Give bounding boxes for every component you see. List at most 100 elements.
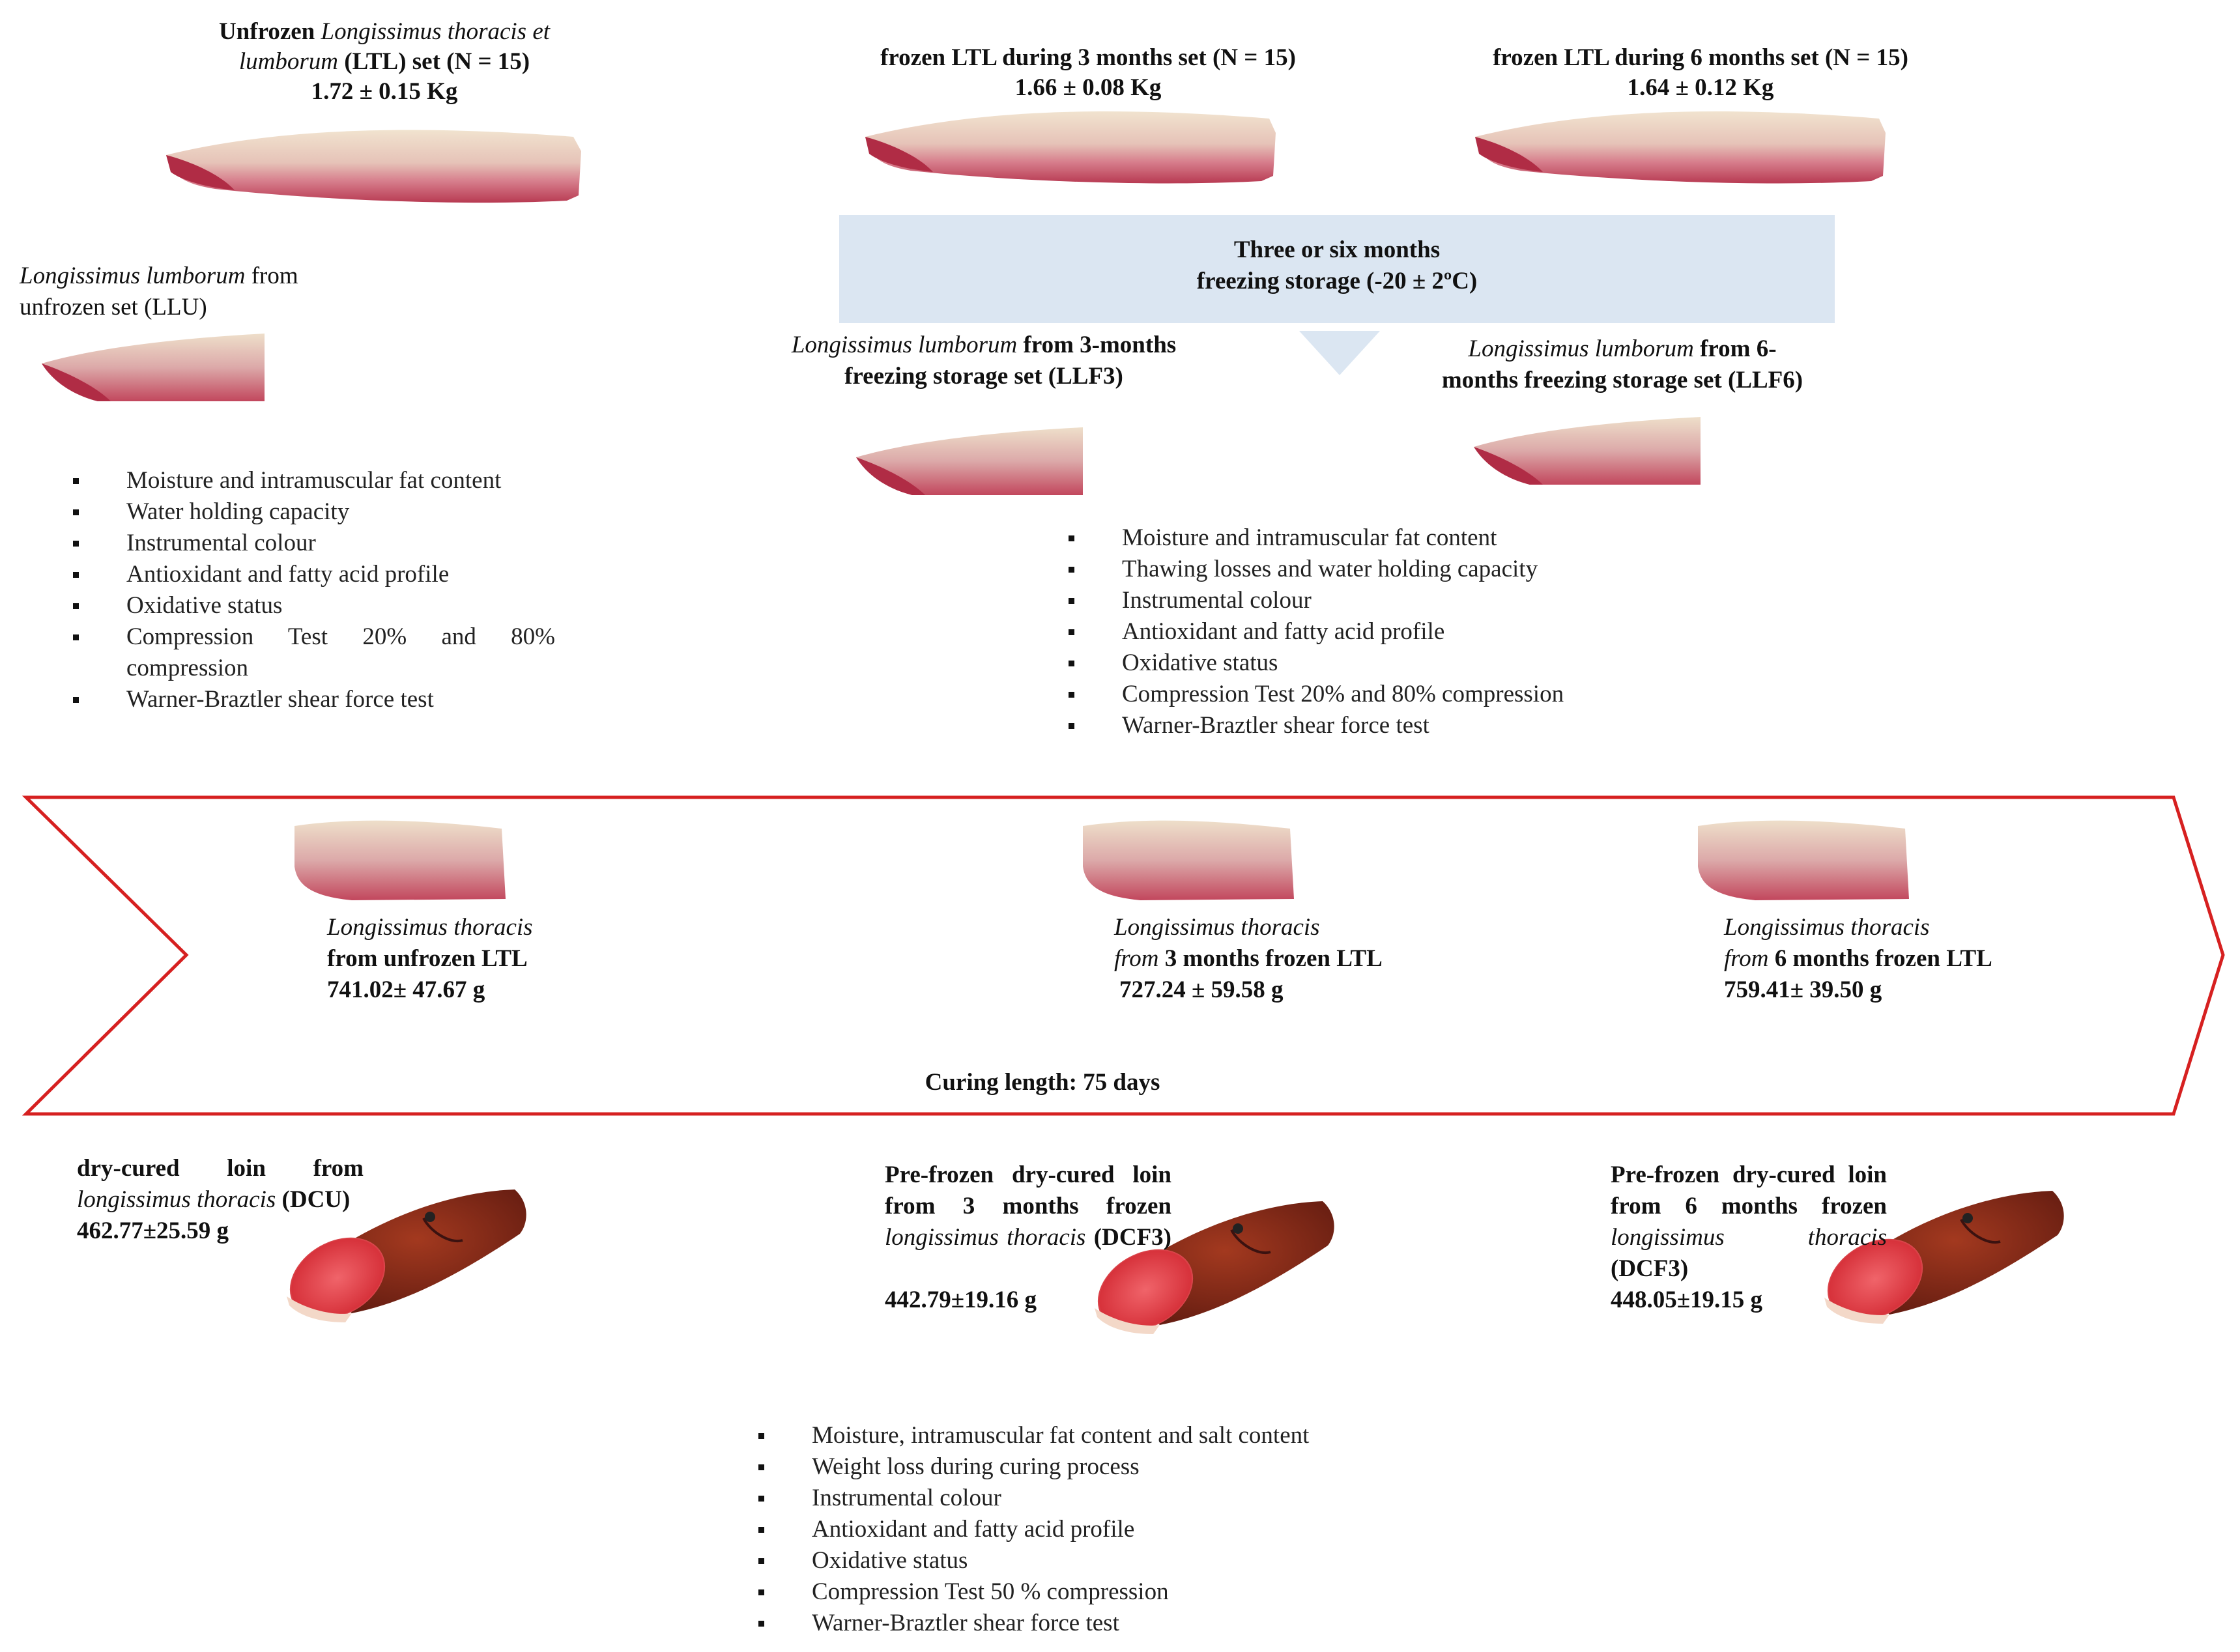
lumborum-label-llf3: Longissimus lumborum from 3-months freez… xyxy=(791,332,1177,390)
analysis-text: Compression Test 50 % compression xyxy=(812,1578,1169,1605)
bullet-icon xyxy=(1069,692,1074,698)
analysis-item: Oxidative status xyxy=(758,1545,1605,1576)
thoracis-label-unfrozen: Longissimus thoracis from unfrozen LTL 7… xyxy=(327,914,533,1003)
cured-weight-dcf3: 442.79±19.16 g xyxy=(885,1287,1037,1313)
analysis-item: Compression Test 20% and 80% compression xyxy=(73,621,555,684)
bullet-icon xyxy=(758,1496,764,1502)
lumborum-label-llf6: Longissimus lumborum from 6-months freez… xyxy=(1441,335,1803,393)
bullet-icon xyxy=(73,541,79,547)
curing-length-label: Curing length: 75 days xyxy=(925,1069,1160,1096)
analysis-item: Warner-Braztler shear force test xyxy=(758,1608,1605,1639)
bullet-icon xyxy=(73,603,79,609)
set-title-unfrozen: Unfrozen Longissimus thoracis et lumboru… xyxy=(218,18,551,105)
thoracis-image-frozen-3m xyxy=(1083,820,1294,900)
bullet-icon xyxy=(758,1621,764,1627)
analysis-item: Compression Test 20% and 80% compression xyxy=(1069,679,1642,710)
thoracis-weight-frozen-3m: 727.24 ± 59.58 g xyxy=(1119,976,1284,1003)
thoracis-image-frozen-6m xyxy=(1698,820,1909,900)
set-weight-frozen-3m: 1.66 ± 0.08 Kg xyxy=(1014,74,1162,101)
cured-loin-image-dcu xyxy=(287,1189,526,1322)
cured-weight-dcf6: 448.05±19.15 g xyxy=(1611,1287,1763,1313)
cured-label-dcf3: Pre-frozen dry-cured loin from 3 months … xyxy=(885,1161,1171,1251)
cured-analyses-list: Moisture, intramuscular fat content and … xyxy=(758,1420,1605,1639)
analysis-text: Oxidative status xyxy=(126,592,283,619)
analysis-text: Antioxidant and fatty acid profile xyxy=(126,561,450,588)
analysis-item: Warner-Braztler shear force test xyxy=(73,684,555,715)
analysis-text: Instrumental colour xyxy=(126,530,316,556)
analysis-item: Thawing losses and water holding capacit… xyxy=(1069,554,1642,585)
analysis-text: Compression Test 20% and 80% compression xyxy=(126,623,555,681)
analysis-text: Warner-Braztler shear force test xyxy=(1122,712,1429,739)
analysis-item: Compression Test 50 % compression xyxy=(758,1576,1605,1608)
analysis-item: Moisture, intramuscular fat content and … xyxy=(758,1420,1605,1451)
thoracis-weight-unfrozen: 741.02± 47.67 g xyxy=(327,976,485,1003)
analysis-text: Warner-Braztler shear force test xyxy=(812,1610,1119,1636)
analysis-item: Moisture and intramuscular fat content xyxy=(1069,522,1642,554)
analysis-item: Moisture and intramuscular fat content xyxy=(73,465,555,496)
thoracis-weight-frozen-6m: 759.41± 39.50 g xyxy=(1724,976,1882,1003)
cured-label-dcu: dry-cured loin from unfrozen longissimus… xyxy=(77,1153,364,1247)
analysis-text: Moisture and intramuscular fat content xyxy=(1122,524,1497,551)
lumborum-image-llu xyxy=(42,334,265,401)
loin-image-frozen-3m xyxy=(865,111,1276,184)
set-weight-frozen-6m: 1.64 ± 0.12 Kg xyxy=(1627,74,1774,101)
bullet-icon xyxy=(73,572,79,578)
freezing-storage-box xyxy=(839,215,1835,323)
bullet-icon xyxy=(1069,535,1074,541)
analysis-item: Warner-Braztler shear force test xyxy=(1069,710,1642,741)
lumborum-image-llf6 xyxy=(1474,417,1701,485)
bullet-icon xyxy=(1069,629,1074,635)
bullet-icon xyxy=(758,1558,764,1564)
analysis-text: Water holding capacity xyxy=(126,498,350,525)
analysis-item: Oxidative status xyxy=(1069,648,1642,679)
thoracis-label-frozen-3m: Longissimus thoracis from 3 months froze… xyxy=(1114,914,1383,1003)
analysis-text: Antioxidant and fatty acid profile xyxy=(812,1516,1135,1543)
set-title-frozen-3m: frozen LTL during 3 months set (N = 15) … xyxy=(880,44,1296,101)
analysis-item: Instrumental colour xyxy=(758,1483,1605,1514)
analysis-text: Compression Test 20% and 80% compression xyxy=(1122,681,1564,707)
bullet-icon xyxy=(73,697,79,703)
analysis-text: Moisture, intramuscular fat content and … xyxy=(812,1422,1310,1449)
bullet-icon xyxy=(758,1527,764,1533)
analysis-item: Water holding capacity xyxy=(73,496,555,528)
analysis-text: Warner-Braztler shear force test xyxy=(126,686,434,713)
analysis-item: Oxidative status xyxy=(73,590,555,621)
analysis-text: Instrumental colour xyxy=(1122,587,1312,614)
analysis-text: Oxidative status xyxy=(1122,649,1278,676)
bullet-icon xyxy=(758,1433,764,1439)
set-title-frozen-6m: frozen LTL during 6 months set (N = 15) … xyxy=(1493,44,1908,101)
bullet-icon xyxy=(1069,661,1074,666)
analysis-item: Instrumental colour xyxy=(73,528,555,559)
analysis-text: Instrumental colour xyxy=(812,1485,1001,1511)
analysis-text: Weight loss during curing process xyxy=(812,1453,1140,1480)
loin-image-frozen-6m xyxy=(1475,111,1886,184)
bullet-icon xyxy=(1069,598,1074,604)
analysis-item: Antioxidant and fatty acid profile xyxy=(758,1514,1605,1545)
bullet-icon xyxy=(73,634,79,640)
analysis-item: Antioxidant and fatty acid profile xyxy=(73,559,555,590)
loin-image-unfrozen xyxy=(166,130,581,203)
analysis-text: Moisture and intramuscular fat content xyxy=(126,467,502,494)
bullet-icon xyxy=(1069,723,1074,729)
analysis-item: Antioxidant and fatty acid profile xyxy=(1069,616,1642,648)
analysis-text: Thawing losses and water holding capacit… xyxy=(1122,556,1538,582)
thoracis-image-unfrozen xyxy=(294,820,506,900)
cured-loin-image-dcf6 xyxy=(1824,1191,2064,1324)
set-weight-unfrozen: 1.72 ± 0.15 Kg xyxy=(311,78,458,105)
analysis-item: Weight loss during curing process xyxy=(758,1451,1605,1483)
lumborum-label-llu: Longissimus lumborum from unfrozen set (… xyxy=(20,263,298,320)
bullet-icon xyxy=(1069,567,1074,573)
thoracis-label-frozen-6m: Longissimus thoracis from 6 months froze… xyxy=(1724,914,1992,1003)
bullet-icon xyxy=(73,478,79,484)
cured-label-dcf6: Pre-frozen dry-cured loin from 6 months … xyxy=(1611,1161,1887,1282)
cured-weight-dcu: 462.77±25.59 g xyxy=(77,1218,229,1244)
analysis-text: Oxidative status xyxy=(812,1547,968,1574)
lumborum-image-llf3 xyxy=(856,427,1083,495)
bullet-icon xyxy=(758,1589,764,1595)
freezing-storage-label: Three or six months freezing storage (-2… xyxy=(1196,236,1478,294)
storage-down-arrow xyxy=(1299,331,1380,375)
